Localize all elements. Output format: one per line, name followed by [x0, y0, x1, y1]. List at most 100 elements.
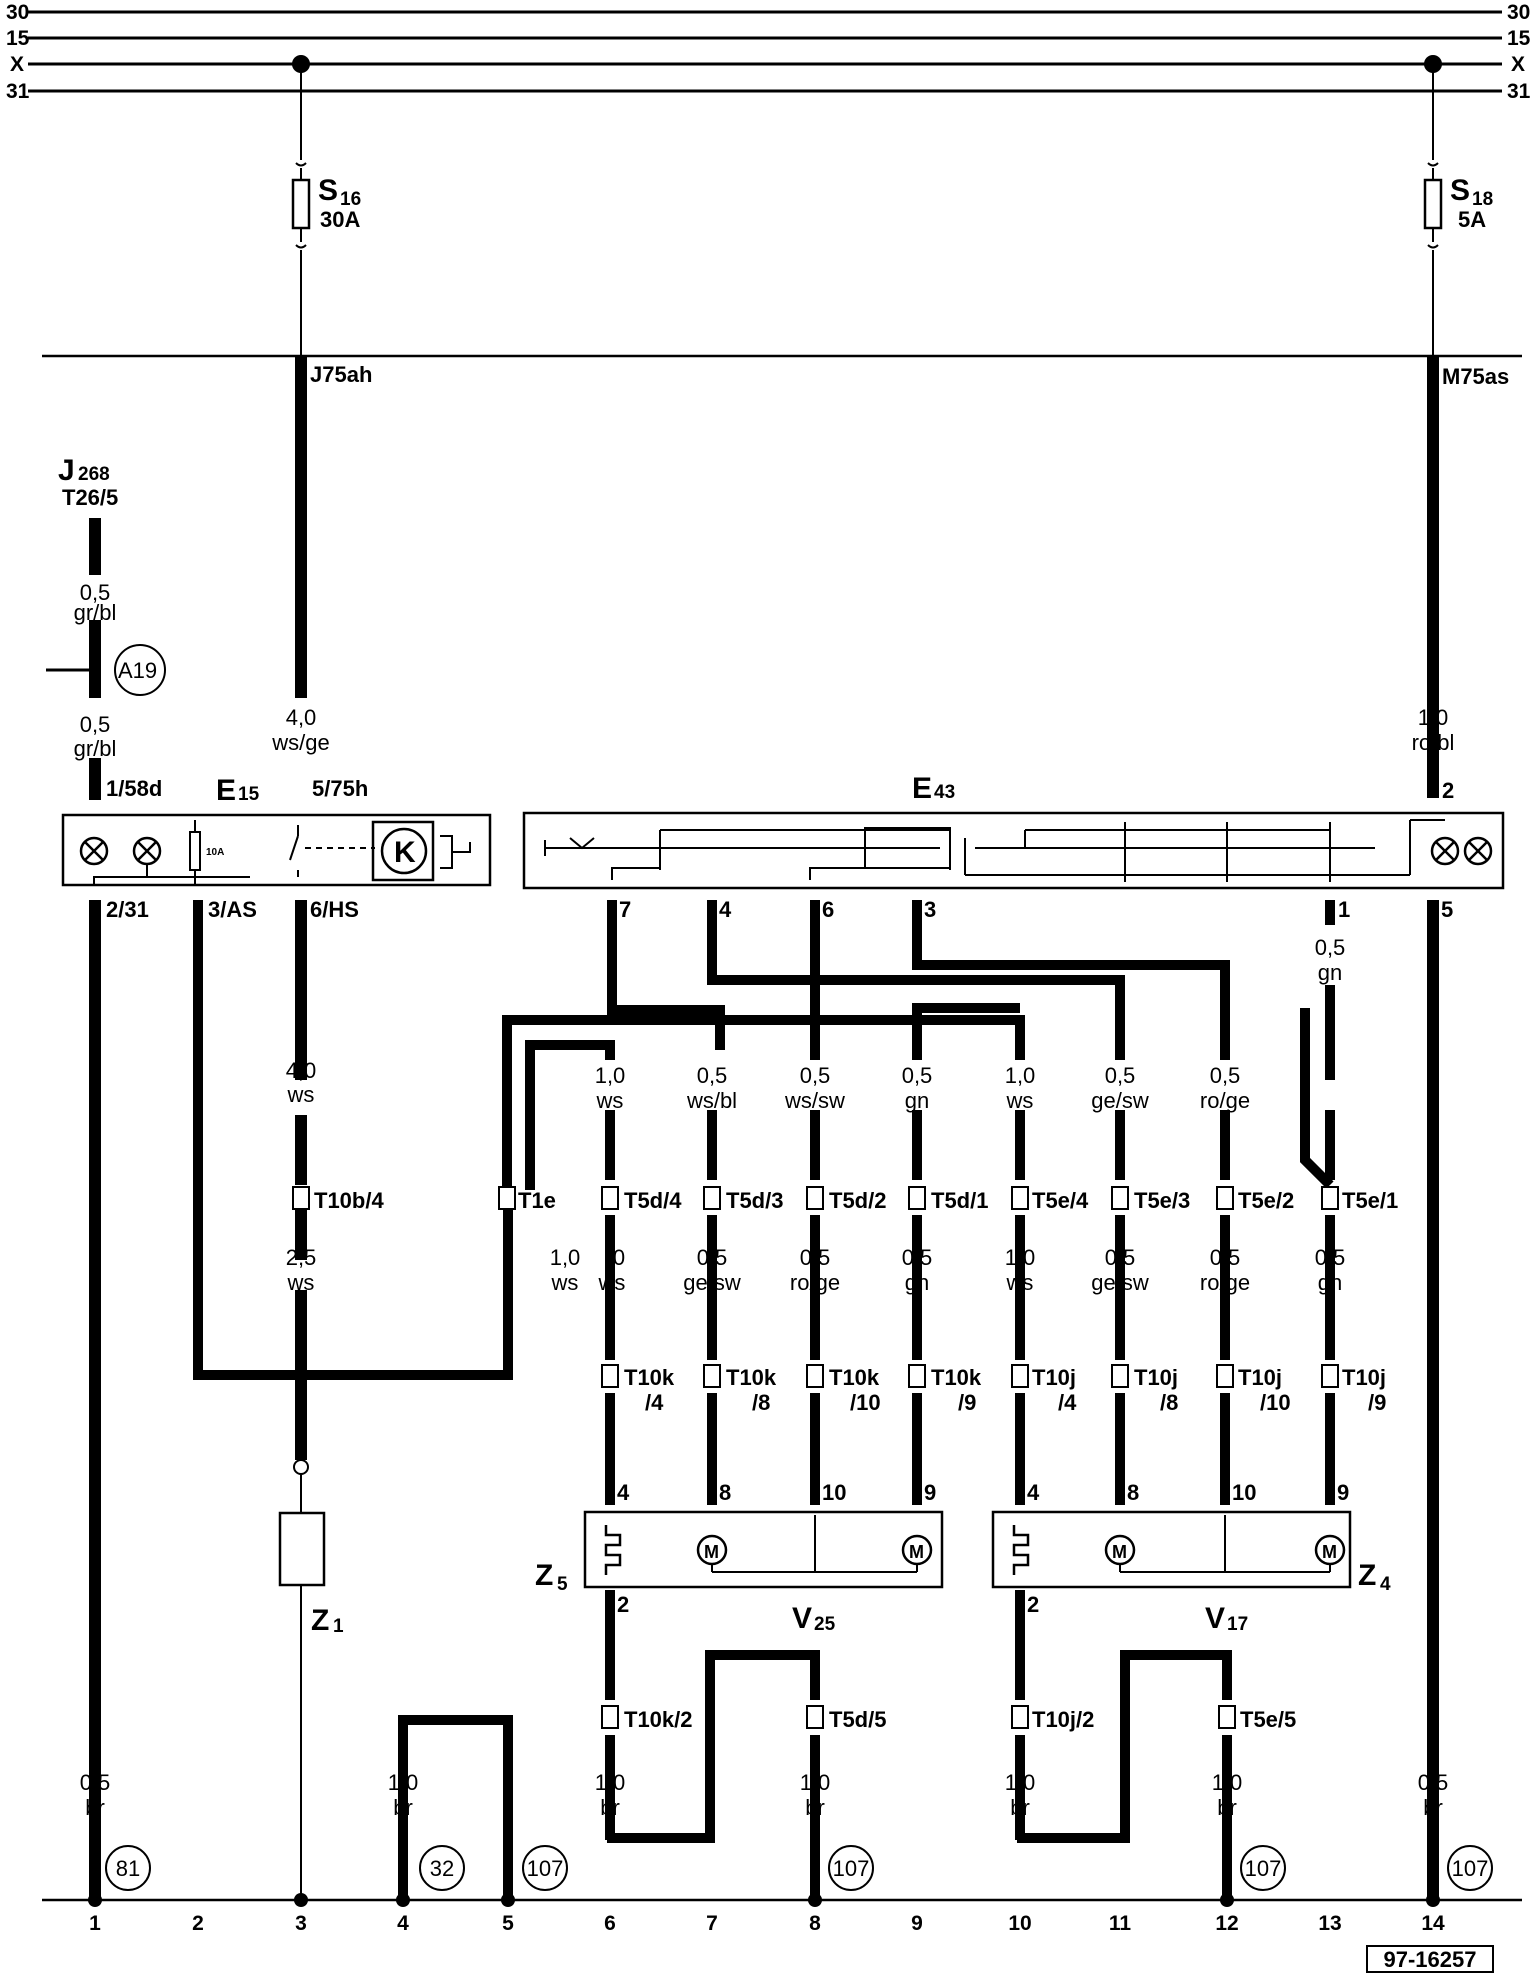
wire-color: ro/ge — [790, 1270, 840, 1295]
column-number: 1 — [89, 1912, 101, 1935]
lamp-icon — [1430, 836, 1460, 866]
z5-name: Z — [535, 1559, 553, 1592]
e15-pin: 5/75h — [312, 776, 368, 801]
wire-color: br — [393, 1795, 413, 1820]
ref-circle — [1240, 1845, 1286, 1891]
relay-coil — [371, 820, 435, 882]
pin-number: 2 — [1027, 1592, 1039, 1617]
lamp-icon — [1463, 836, 1493, 866]
pin-number: 8 — [719, 1480, 731, 1505]
connector-label: T10k — [726, 1365, 777, 1390]
motor-label: M — [1322, 1542, 1337, 1562]
e43-pin: 5 — [1441, 897, 1453, 922]
column-number: 6 — [604, 1912, 616, 1935]
connector-label: T5e/5 — [1240, 1707, 1296, 1732]
wire-color: ro/ge — [1200, 1088, 1250, 1113]
wire-size: 0,5 — [902, 1245, 933, 1270]
wire-size: 4,0 — [286, 1058, 317, 1083]
connector-label: T5d/1 — [931, 1188, 988, 1213]
j268-sub: 268 — [78, 464, 110, 485]
e15-pin: 2/31 — [106, 897, 149, 922]
ref-number: 81 — [116, 1856, 140, 1881]
wire-color: gn — [905, 1088, 929, 1113]
pin-number: 8 — [1127, 1480, 1139, 1505]
connector-pin: /9 — [1368, 1390, 1386, 1415]
wire-color: br — [1010, 1795, 1030, 1820]
pin-number: 10 — [822, 1480, 846, 1505]
wire-size: 0,5 — [902, 1063, 933, 1088]
ref-number: 107 — [527, 1856, 564, 1881]
column-number: 5 — [502, 1912, 514, 1935]
connector-pin: /10 — [1260, 1390, 1291, 1415]
e43-switch — [522, 811, 1505, 890]
doc-number-box — [1366, 1945, 1494, 1973]
wire-color: ws/ge — [271, 730, 329, 755]
wire-color: gn — [1318, 960, 1342, 985]
ref-circle — [419, 1845, 465, 1891]
relay-icon — [380, 827, 428, 875]
e15-pin: 6/HS — [310, 897, 359, 922]
column-number: 13 — [1318, 1912, 1341, 1935]
ref-number: 107 — [833, 1856, 870, 1881]
column-number: 11 — [1109, 1912, 1132, 1935]
connector-pin: /9 — [958, 1390, 976, 1415]
fuse-s18-rating: 5A — [1458, 207, 1486, 232]
wire-color: ws — [287, 1082, 315, 1107]
v17-name: V — [1205, 1602, 1225, 1635]
connector-label: T10j — [1238, 1365, 1282, 1390]
pin-number: 4 — [617, 1480, 630, 1505]
wire-size: 0,5 — [697, 1245, 728, 1270]
wire-size: 0,5 — [800, 1063, 831, 1088]
column-number: 12 — [1215, 1912, 1238, 1935]
bus-lines — [28, 10, 1502, 93]
e43-pin: 3 — [924, 897, 936, 922]
wire-color: ws — [551, 1270, 579, 1295]
wire-color: ro/bl — [1412, 730, 1455, 755]
wire-size: 0,5 — [800, 1245, 831, 1270]
e43-name: E — [912, 772, 932, 805]
e15-sub: 15 — [238, 784, 260, 805]
wire-size: 2,5 — [286, 1245, 317, 1270]
motor-label: M — [1112, 1542, 1127, 1562]
e15-pin: 3/AS — [208, 897, 257, 922]
e15-name: E — [216, 774, 236, 807]
ref-circle — [522, 1845, 568, 1891]
connector-label: T5d/4 — [624, 1188, 682, 1213]
ground-junction — [294, 1893, 308, 1907]
connector-label: T10b/4 — [314, 1188, 384, 1213]
heater-element — [604, 1525, 622, 1575]
heater-element — [1012, 1525, 1030, 1575]
wire-size: 0,5 — [80, 580, 111, 605]
bus-label-right: 30 — [1507, 1, 1530, 24]
v25-name: V — [792, 1602, 812, 1635]
connector-label: T5e/3 — [1134, 1188, 1190, 1213]
fuse-s18 — [1423, 178, 1443, 230]
z5-sub: 5 — [557, 1574, 568, 1595]
e43-pin: 1 — [1338, 897, 1350, 922]
wire-color: gn — [1318, 1270, 1342, 1295]
wire-size: 1,0 — [1005, 1245, 1036, 1270]
connector-label: T5e/4 — [1032, 1188, 1089, 1213]
motor-label: M — [909, 1542, 924, 1562]
ground-junction — [808, 1893, 822, 1907]
connector-label: T10k — [931, 1365, 982, 1390]
ref-number: 107 — [1245, 1856, 1282, 1881]
wire-size: 0,5 — [1105, 1245, 1136, 1270]
fuse-s18-sub: 18 — [1472, 189, 1493, 210]
column-number: 2 — [192, 1912, 204, 1935]
connector-label: T1e — [518, 1188, 556, 1213]
fuse-icon — [189, 831, 201, 871]
wire-size: 0,5 — [1210, 1245, 1241, 1270]
z1-heater — [278, 1511, 326, 1587]
connector-pin: /8 — [1160, 1390, 1178, 1415]
fuse-s16-name: S — [318, 174, 338, 207]
wire-color: ws — [1006, 1088, 1034, 1113]
wire-size: 0,5 — [1315, 935, 1346, 960]
wire-color: ws — [1006, 1270, 1034, 1295]
wire-size: 1,0 — [550, 1245, 581, 1270]
z1-name: Z — [311, 1604, 329, 1637]
pin-number: 10 — [1232, 1480, 1256, 1505]
z4-v17-assembly — [991, 1510, 1352, 1589]
e43-pin: 7 — [619, 897, 631, 922]
wire-color: gr/bl — [74, 736, 117, 761]
